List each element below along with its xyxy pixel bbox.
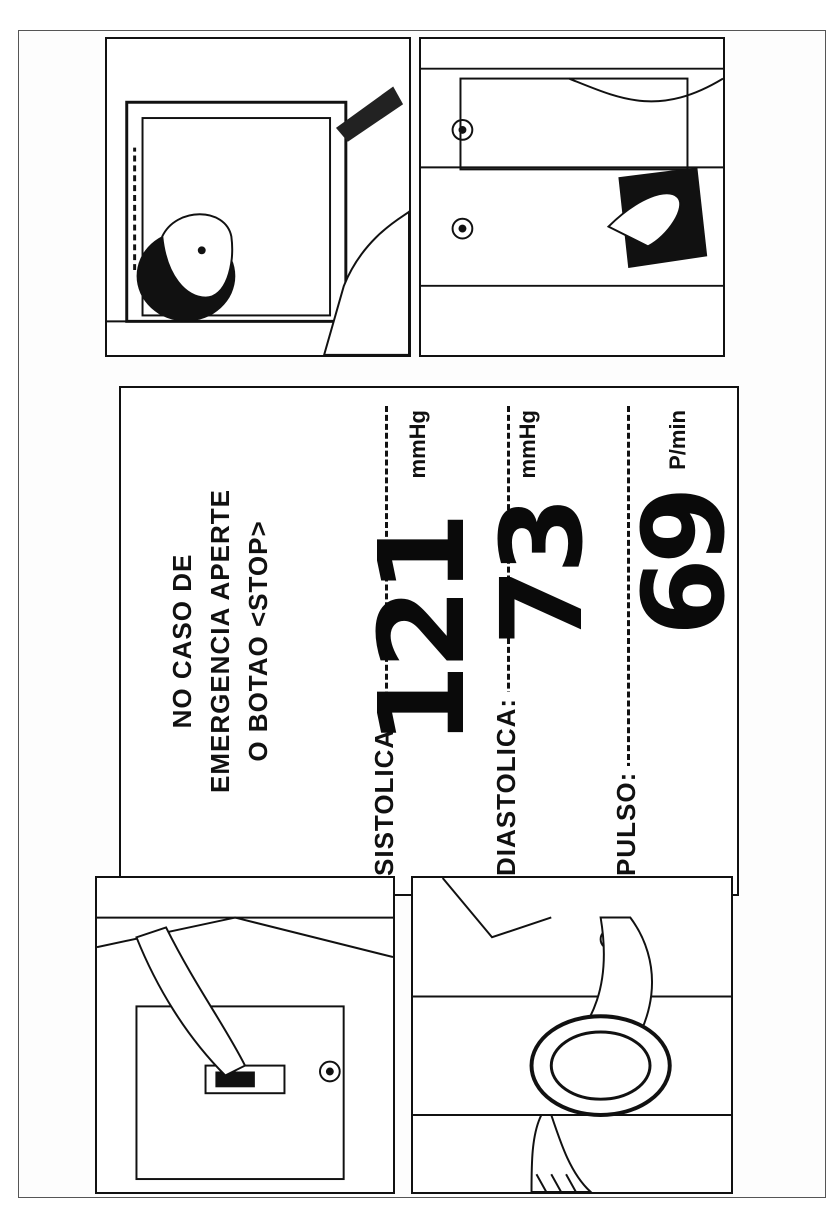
instruction-sheet: NO CASO DE EMERGENCIA APERTE O BOTAO <ST… xyxy=(18,30,826,1198)
systolic-unit: mmHg xyxy=(405,410,430,479)
readout-card: NO CASO DE EMERGENCIA APERTE O BOTAO <ST… xyxy=(119,386,739,896)
readout-content: NO CASO DE EMERGENCIA APERTE O BOTAO <ST… xyxy=(121,388,739,894)
arm-in-cuff-icon xyxy=(413,878,731,1192)
systolic-value: 121 xyxy=(353,517,491,746)
emergency-instructions: NO CASO DE EMERGENCIA APERTE O BOTAO <ST… xyxy=(163,388,277,894)
machine-button-icon xyxy=(97,878,393,1192)
emergency-line-3: O BOTAO <STOP> xyxy=(243,520,273,762)
panel-person-at-machine xyxy=(105,37,411,357)
panel-press-slot xyxy=(95,876,395,1194)
pulse-row: PULSO: 69 P/min xyxy=(611,406,739,876)
panel-insert-card xyxy=(419,37,725,357)
hand-inserting-card-icon xyxy=(421,39,723,355)
emergency-line-1: NO CASO DE xyxy=(167,553,197,729)
pulse-label: PULSO: xyxy=(611,765,642,876)
pulse-value: 69 xyxy=(620,492,739,636)
diastolic-unit: mmHg xyxy=(515,410,540,479)
pulse-unit: P/min xyxy=(665,410,690,470)
emergency-line-2: EMERGENCIA APERTE xyxy=(205,489,235,793)
diastolic-value: 73 xyxy=(478,502,608,646)
panel-arm-cuff xyxy=(411,876,733,1194)
person-at-cuff-icon xyxy=(107,39,409,355)
diastolic-label: DIASTOLICA: xyxy=(491,691,522,876)
